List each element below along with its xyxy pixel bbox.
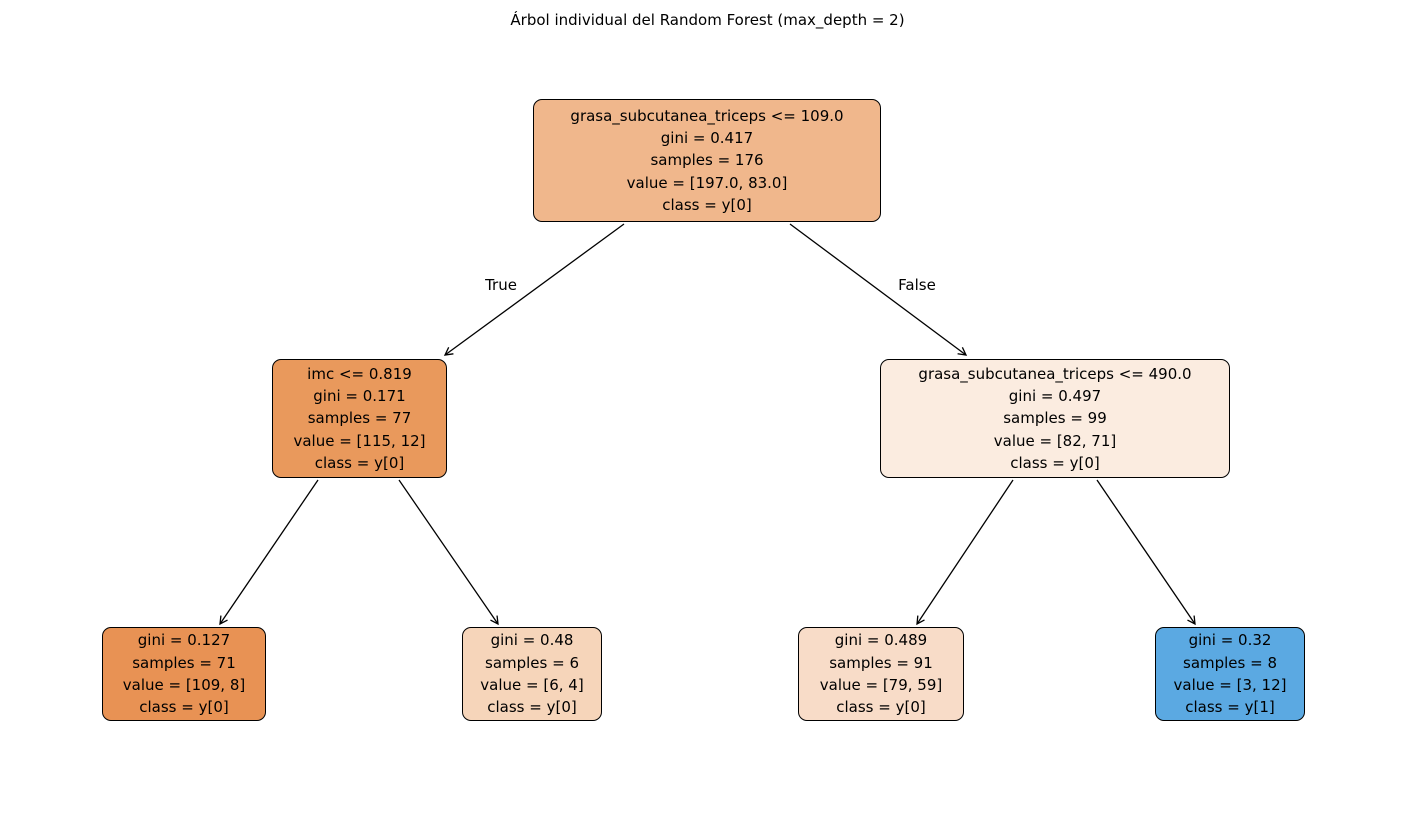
edge-label-true: True bbox=[485, 276, 517, 294]
node-value: value = [3, 12] bbox=[1173, 676, 1287, 694]
node-samples: samples = 6 bbox=[485, 653, 579, 672]
node-gini: gini = 0.48 bbox=[490, 631, 574, 650]
node-gini: gini = 0.497 bbox=[1008, 387, 1102, 406]
tree-node-root: grasa_subcutanea_triceps <= 109.0 gini =… bbox=[533, 99, 881, 222]
edge-left-to-leaf2 bbox=[398, 479, 499, 626]
edge-root-to-right bbox=[789, 223, 968, 356]
edge-left-to-leaf1 bbox=[219, 479, 319, 626]
node-class: class = y[0] bbox=[487, 698, 577, 717]
node-samples: samples = 99 bbox=[1003, 409, 1107, 428]
node-samples: samples = 8 bbox=[1183, 653, 1277, 672]
node-value: value = [109, 8] bbox=[122, 676, 246, 694]
node-gini: gini = 0.127 bbox=[137, 631, 231, 650]
tree-leaf-1: gini = 0.127 samples = 71 value = [109, … bbox=[102, 627, 266, 721]
node-samples: samples = 71 bbox=[132, 653, 236, 672]
figure-title: Árbol individual del Random Forest (max_… bbox=[510, 11, 905, 29]
tree-leaf-3: gini = 0.489 samples = 91 value = [79, 5… bbox=[798, 627, 964, 721]
tree-node-right-child: grasa_subcutanea_triceps <= 490.0 gini =… bbox=[880, 359, 1230, 478]
edge-root-to-left bbox=[443, 223, 625, 356]
tree-leaf-4: gini = 0.32 samples = 8 value = [3, 12] … bbox=[1155, 627, 1305, 721]
node-gini: gini = 0.32 bbox=[1188, 631, 1272, 650]
node-gini: gini = 0.489 bbox=[834, 631, 928, 650]
node-split-condition: imc <= 0.819 bbox=[307, 364, 412, 383]
edge-right-to-leaf4 bbox=[1096, 479, 1196, 626]
node-split-condition: grasa_subcutanea_triceps <= 109.0 bbox=[570, 106, 844, 125]
node-class: class = y[0] bbox=[314, 453, 405, 472]
node-class: class = y[0] bbox=[139, 698, 229, 717]
node-split-condition: grasa_subcutanea_triceps <= 490.0 bbox=[918, 364, 1192, 383]
node-value: value = [6, 4] bbox=[480, 676, 584, 694]
node-class: class = y[0] bbox=[662, 195, 752, 214]
node-gini: gini = 0.171 bbox=[313, 387, 406, 406]
node-value: value = [115, 12] bbox=[293, 431, 426, 450]
node-samples: samples = 91 bbox=[829, 653, 933, 672]
node-value: value = [197.0, 83.0] bbox=[626, 173, 788, 192]
tree-leaf-2: gini = 0.48 samples = 6 value = [6, 4] c… bbox=[462, 627, 602, 721]
node-class: class = y[0] bbox=[836, 698, 926, 717]
edge-right-to-leaf3 bbox=[916, 479, 1014, 626]
node-value: value = [82, 71] bbox=[993, 431, 1117, 450]
node-samples: samples = 176 bbox=[650, 151, 764, 170]
node-class: class = y[1] bbox=[1185, 698, 1275, 717]
node-class: class = y[0] bbox=[1010, 453, 1100, 472]
node-gini: gini = 0.417 bbox=[660, 129, 754, 148]
tree-node-left-child: imc <= 0.819 gini = 0.171 samples = 77 v… bbox=[272, 359, 447, 478]
node-value: value = [79, 59] bbox=[819, 676, 943, 694]
node-samples: samples = 77 bbox=[307, 409, 412, 428]
edge-label-false: False bbox=[898, 276, 936, 294]
